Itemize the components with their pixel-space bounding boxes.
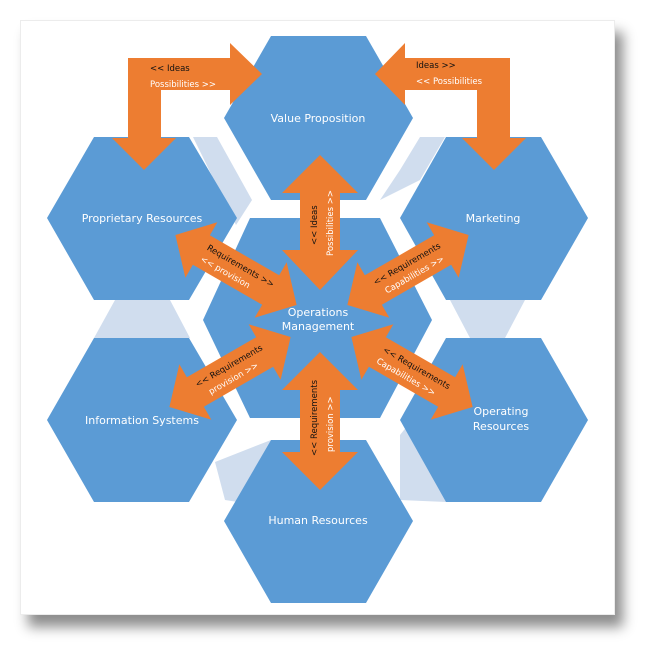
arrow-label-tr-dark: Ideas >> bbox=[416, 61, 456, 71]
arrow-label-cv-dark: << Ideas bbox=[310, 205, 320, 245]
elbow-arrow-marketing-value bbox=[375, 43, 526, 170]
arrow-label-ch-dark: << Requirements bbox=[310, 379, 320, 456]
arrow-label-tl-dark: << Ideas bbox=[150, 64, 190, 74]
arrow-label-tl-light: Possibilities >> bbox=[150, 80, 216, 90]
label-information-systems: Information Systems bbox=[85, 414, 199, 427]
band-proprietary-information bbox=[94, 300, 190, 338]
label-operations-line2: Management bbox=[282, 320, 355, 333]
label-proprietary-resources: Proprietary Resources bbox=[82, 212, 203, 225]
hexagon-human-resources[interactable] bbox=[224, 440, 413, 603]
double-arrow-center-human bbox=[282, 352, 358, 490]
double-arrow-center-value bbox=[282, 155, 358, 290]
label-value-proposition: Value Proposition bbox=[271, 112, 366, 125]
label-operating-resources-line1: Operating bbox=[474, 405, 529, 418]
band-value-marketing bbox=[380, 137, 445, 200]
label-human-resources: Human Resources bbox=[268, 514, 368, 527]
hexagon-value-proposition[interactable] bbox=[224, 36, 413, 200]
label-operations-line1: Operations bbox=[288, 306, 349, 319]
double-arrow-center-marketing bbox=[347, 222, 469, 318]
arrow-label-ch-light: provision >> bbox=[326, 396, 336, 452]
arrow-label-cv-light: Possibilities >> bbox=[326, 190, 336, 256]
band-information-human bbox=[215, 440, 271, 502]
double-arrow-center-operating bbox=[351, 324, 473, 420]
label-marketing: Marketing bbox=[466, 212, 521, 225]
elbow-arrow-proprietary-value bbox=[112, 43, 262, 170]
double-arrow-center-information bbox=[169, 324, 291, 420]
label-operating-resources-line2: Resources bbox=[473, 420, 529, 433]
arrow-label-tr-light: << Possibilities bbox=[416, 77, 483, 87]
double-arrow-center-proprietary bbox=[175, 222, 297, 318]
band-marketing-operating bbox=[450, 300, 525, 338]
band-proprietary-value bbox=[193, 137, 252, 225]
